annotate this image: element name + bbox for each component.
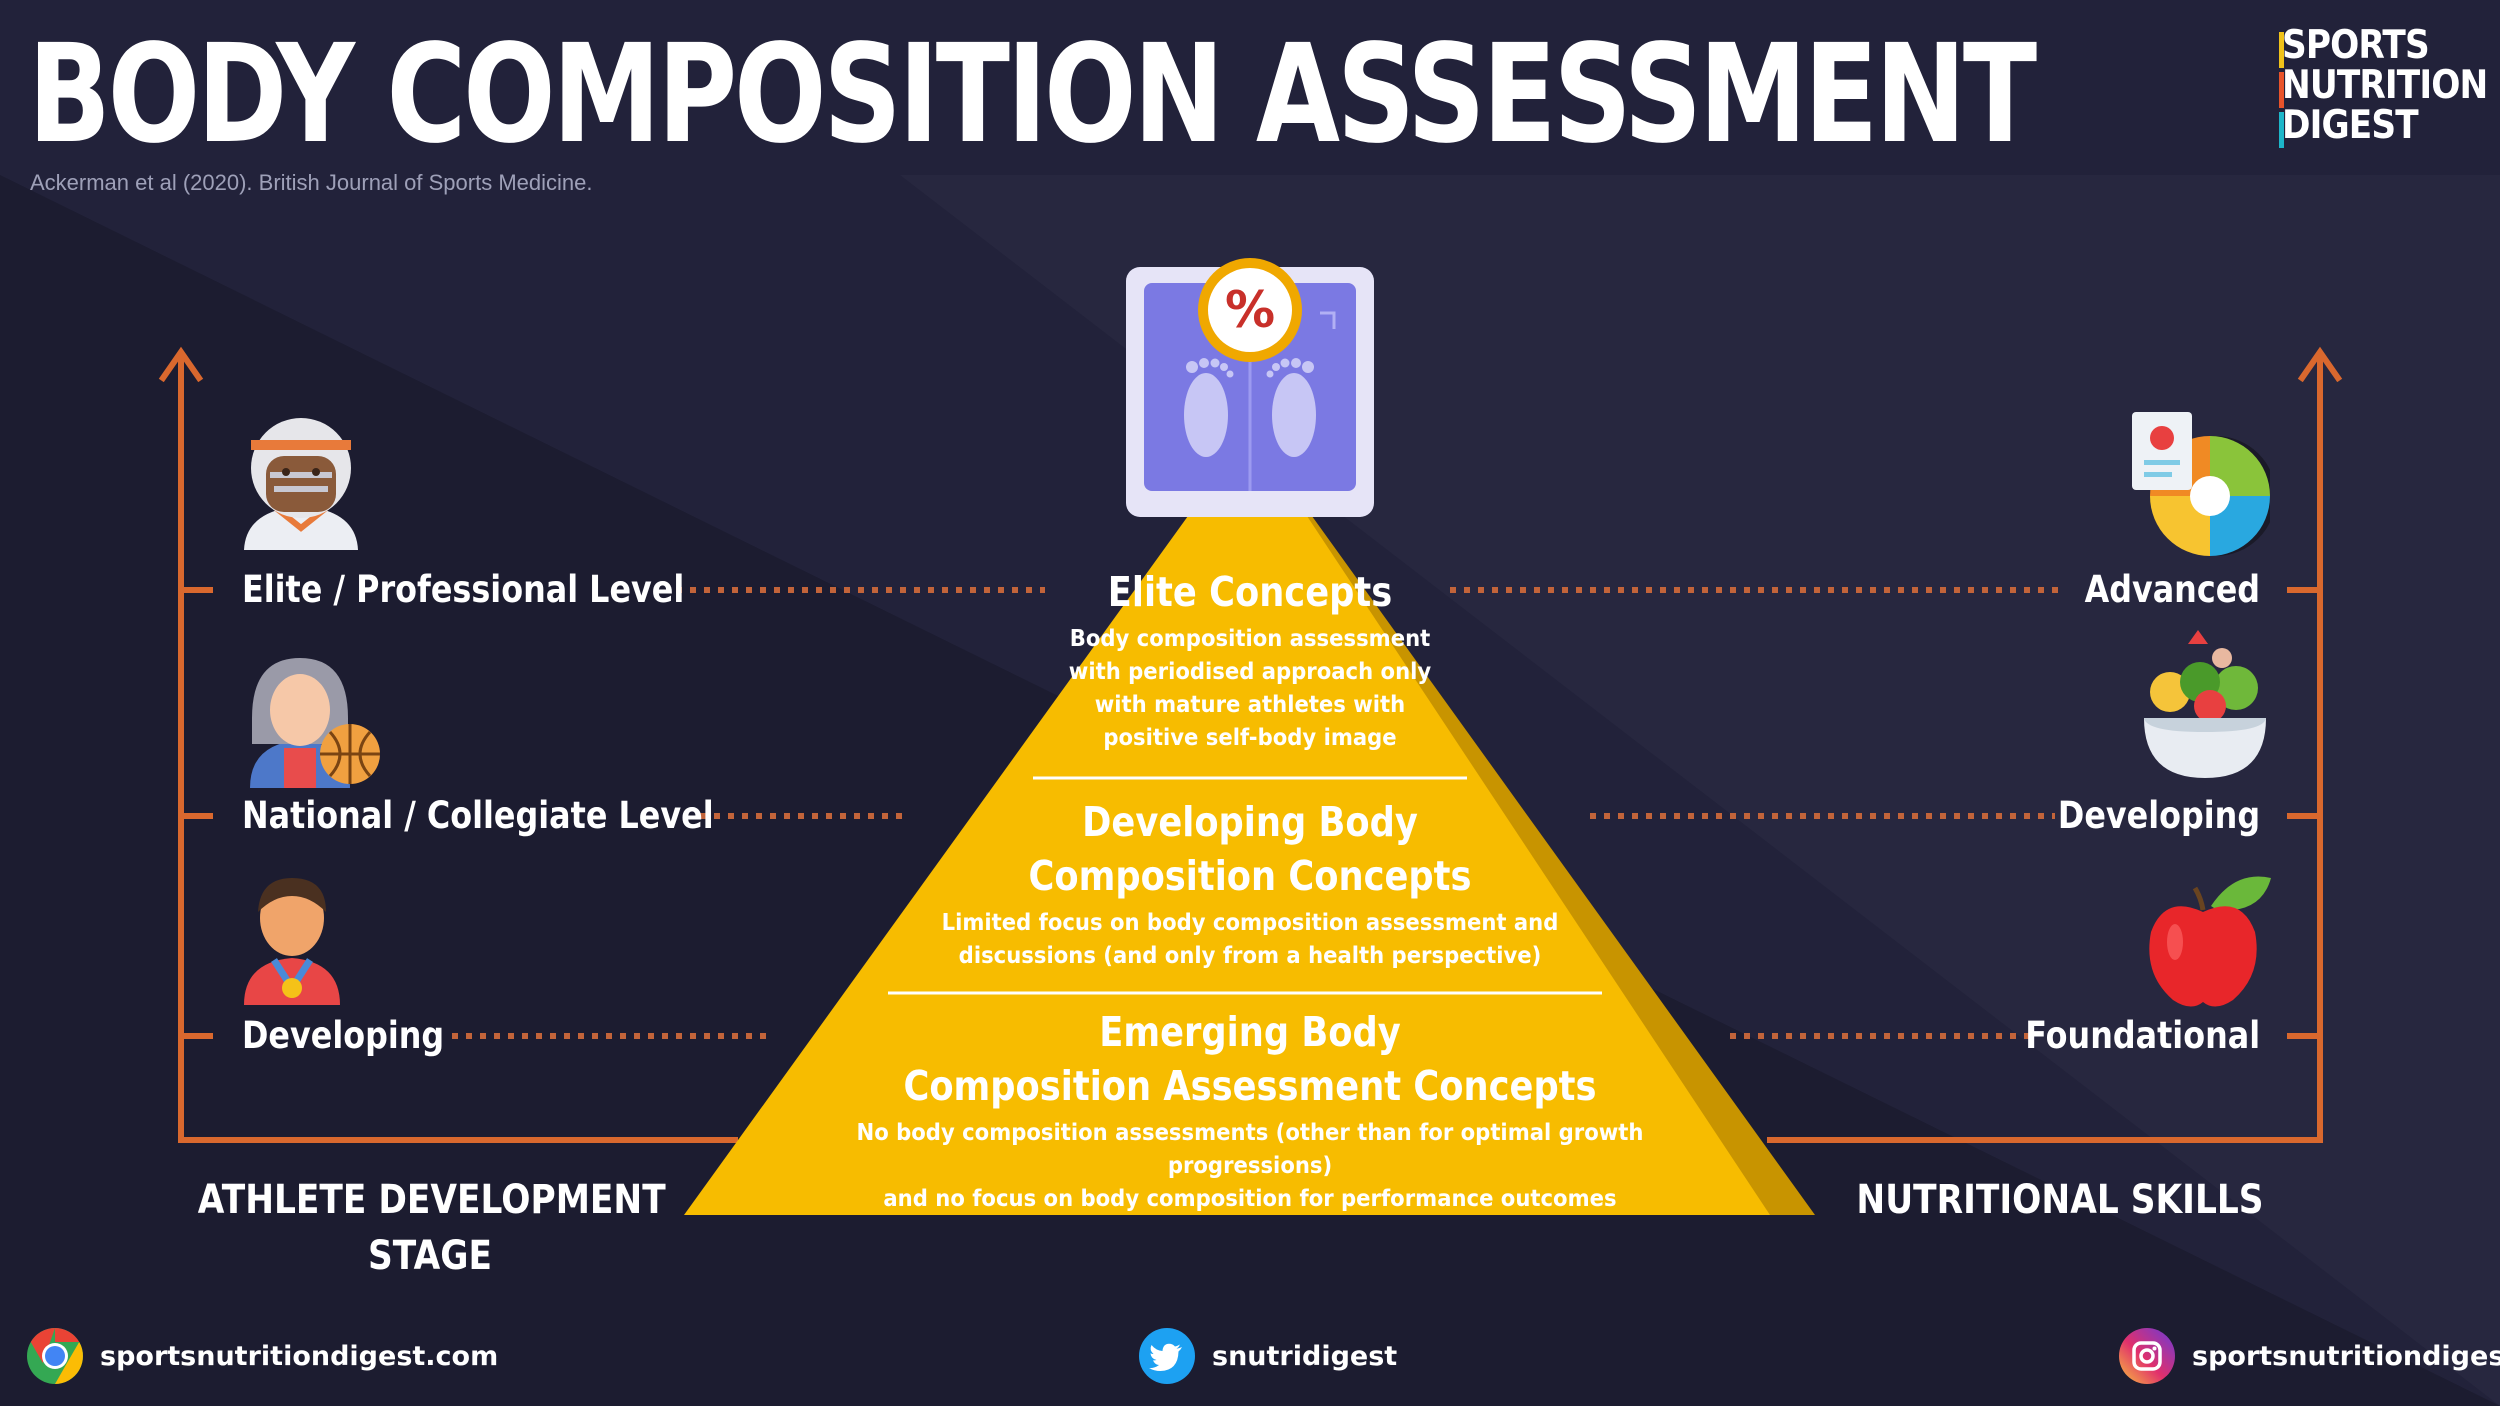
tier-developing-description: Limited focus on body composition assess… xyxy=(941,910,1559,969)
body-fat-scale-icon: % xyxy=(1126,258,1374,517)
football-player-icon xyxy=(244,418,358,550)
brand-line-2: NUTRITION xyxy=(2282,63,2488,108)
citation: Ackerman et al (2020). British Journal o… xyxy=(30,170,593,195)
instagram-icon xyxy=(2119,1328,2175,1384)
tier-developing-title: Developing Body Composition Concepts xyxy=(1028,798,1472,900)
tier-elite: Elite Concepts Body composition assessme… xyxy=(1030,565,1470,755)
right-level-advanced: Advanced xyxy=(2084,568,2260,611)
apple-icon xyxy=(2149,876,2271,1007)
medal-athlete-icon xyxy=(244,878,340,1005)
right-axis-title: NUTRITIONAL SKILLS xyxy=(1856,1177,2264,1223)
twitter-link[interactable]: snutridigest xyxy=(1138,1326,1397,1386)
right-level-developing: Developing xyxy=(2057,794,2260,837)
right-level-foundational: Foundational xyxy=(2025,1014,2260,1057)
brand-line-1: SPORTS xyxy=(2282,23,2430,68)
instagram-link[interactable]: sportsnutritiondigest xyxy=(2118,1326,2500,1386)
left-axis-title: ATHLETE DEVELOPMENT STAGE xyxy=(197,1177,666,1279)
right-axis-arrow xyxy=(2297,346,2343,383)
pyramid-face xyxy=(684,430,1770,1215)
pyramid-shadow-face xyxy=(1250,430,1815,1215)
left-axis-arrow xyxy=(158,346,204,383)
basketball-player-icon xyxy=(250,658,380,788)
diet-plan-icon xyxy=(2132,412,2270,556)
brand-line-3: DIGEST xyxy=(2282,103,2419,148)
tier-emerging-title: Emerging Body Composition Assessment Con… xyxy=(903,1008,1597,1110)
instagram-handle[interactable]: sportsnutritiondigest xyxy=(2192,1340,2500,1372)
tier-emerging-description: No body composition assessments (other t… xyxy=(856,1120,1644,1212)
scale-percent-symbol: % xyxy=(1225,281,1275,339)
page-title: BODY COMPOSITION ASSESSMENT xyxy=(28,16,2037,174)
twitter-icon xyxy=(1139,1328,1195,1384)
website-url[interactable]: sportsnutritiondigest.com xyxy=(100,1340,499,1372)
tier-elite-description: Body composition assessment with periodi… xyxy=(1068,626,1432,751)
salad-bowl-icon xyxy=(2144,630,2266,778)
tier-developing: Developing Body Composition Concepts Lim… xyxy=(900,795,1600,973)
left-level-national: National / Collegiate Level xyxy=(242,794,714,837)
left-level-developing: Developing xyxy=(242,1014,445,1057)
left-level-elite: Elite / Professional Level xyxy=(242,568,685,611)
tier-elite-title: Elite Concepts xyxy=(1107,568,1393,616)
twitter-handle[interactable]: snutridigest xyxy=(1212,1340,1398,1372)
tier-emerging: Emerging Body Composition Assessment Con… xyxy=(770,1005,1730,1216)
website-link[interactable]: sportsnutritiondigest.com xyxy=(26,1326,498,1386)
chrome-icon xyxy=(27,1328,83,1384)
